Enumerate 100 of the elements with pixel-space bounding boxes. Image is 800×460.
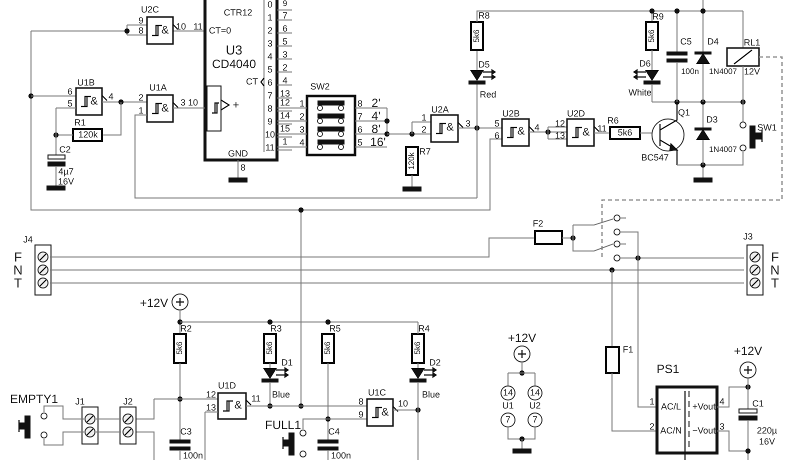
pin-number: 9: [138, 16, 144, 26]
component-value: 5k6: [648, 30, 656, 42]
terminal-letter: N: [13, 264, 23, 276]
component-designator: U1D: [218, 382, 236, 390]
pin-number: 6: [358, 126, 362, 134]
component-value: 5k6: [473, 30, 481, 42]
component-value: BC547: [641, 154, 669, 162]
component-designator: U1C: [368, 388, 386, 398]
terminal-letter: T: [14, 276, 22, 290]
pin-number: 15: [280, 124, 290, 134]
component-designator: J3: [743, 232, 753, 242]
chip-pin-label: CT=0: [208, 26, 232, 36]
pin-number: 2: [282, 64, 288, 72]
pin-number: 12: [555, 120, 565, 128]
pin-number: 5: [282, 38, 288, 46]
component-designator: U1A: [149, 84, 167, 92]
pin-number: 6: [494, 132, 500, 140]
component-designator: C1: [752, 400, 764, 408]
terminal-letter: T: [771, 276, 779, 290]
pin-number: 1: [138, 106, 144, 116]
pin-number: 7: [282, 12, 288, 20]
chip-pin-label: −Vout: [692, 426, 716, 436]
component-designator: R8: [478, 12, 490, 20]
component-designator: CD4040: [212, 58, 256, 70]
counter-output-number: 8: [268, 104, 272, 114]
pin-number: 14: [280, 112, 290, 120]
component-designator: RL1: [744, 38, 760, 48]
component-value: 5k6: [618, 128, 632, 138]
pin-number: 2: [138, 94, 144, 102]
pin-number: 2: [422, 126, 426, 134]
pin-number: 3: [282, 50, 288, 60]
pin-number: 4: [300, 138, 304, 148]
component-value: 120k: [78, 130, 98, 140]
chip-pin-label: CTR12: [224, 8, 252, 18]
switch-position-label: 4': [372, 110, 380, 122]
pin-number: 1: [300, 100, 304, 108]
component-value: 1N4007: [708, 68, 738, 76]
pin-number: 3: [300, 126, 304, 134]
component-value: Red: [480, 90, 496, 100]
component-designator: C4: [328, 428, 340, 436]
counter-output-number: 1: [268, 14, 272, 22]
supply-voltage-label: +12V: [140, 297, 168, 309]
pin-number: 4: [720, 398, 724, 406]
counter-output-number: 9: [268, 118, 272, 126]
pin-number: 1: [650, 398, 654, 406]
chip-pin-label: AC/L: [661, 402, 681, 412]
pin-number: 7: [358, 112, 362, 122]
clock-input-mark: +: [232, 100, 240, 112]
component-value: 120k: [408, 152, 416, 170]
pin-number: 1: [422, 114, 426, 122]
counter-output-number: 7: [268, 92, 272, 100]
terminal-letter: N: [770, 264, 780, 276]
component-value: White: [628, 88, 652, 98]
component-designator: U2D: [567, 110, 585, 118]
gate-function-symbol: &: [234, 400, 242, 412]
supply-voltage-label: +12V: [734, 345, 762, 357]
component-value: 100n: [681, 68, 699, 76]
component-designator: U2A: [431, 106, 449, 114]
pin-number: 8: [358, 398, 364, 406]
component-designator: C5: [680, 38, 692, 46]
pin-number: 7: [506, 416, 510, 424]
component-designator: R1: [74, 118, 86, 128]
component-value: 100n: [330, 452, 352, 460]
pin-number: 6: [282, 24, 288, 34]
component-designator: FULL1: [264, 419, 302, 431]
component-designator: C2: [59, 146, 71, 154]
component-designator: D2: [429, 358, 441, 368]
gate-function-symbol: &: [517, 126, 525, 138]
gate-function-symbol: &: [90, 96, 98, 108]
switch-position-label: 16': [370, 136, 386, 148]
gate-function-symbol: &: [161, 104, 169, 114]
component-designator: R9: [652, 12, 664, 22]
terminal-letter: F: [771, 250, 779, 264]
counter-output-number: 10: [265, 130, 275, 140]
component-designator: C3: [180, 428, 192, 436]
component-designator: D3: [706, 116, 718, 124]
component-designator: PS1: [656, 363, 680, 375]
pin-number: 6: [68, 88, 72, 96]
pin-number: 13: [206, 404, 216, 412]
component-designator: J2: [123, 398, 133, 406]
component-value: 12V: [744, 68, 760, 76]
component-value: 5k6: [176, 342, 184, 354]
pin-number: 2: [650, 422, 654, 432]
pin-number: 1: [282, 138, 288, 146]
counter-output-number: 0: [268, 0, 272, 10]
component-designator: U1: [502, 402, 514, 410]
pin-number: 8: [138, 26, 144, 36]
gate-function-symbol: &: [582, 128, 590, 138]
component-designator: F2: [532, 220, 544, 228]
pin-number: 14: [503, 388, 513, 398]
component-designator: D5: [478, 60, 490, 70]
component-value: 5k6: [324, 342, 332, 354]
counter-output-number: 4: [268, 52, 272, 62]
chip-pin-label: CT: [246, 78, 258, 86]
pin-number: 8: [358, 100, 362, 108]
component-designator: D1: [281, 358, 293, 368]
component-designator: U2B: [502, 110, 520, 118]
counter-output-number: 3: [268, 40, 272, 48]
pin-number: 8: [240, 164, 246, 172]
pin-number: 9: [358, 410, 364, 420]
